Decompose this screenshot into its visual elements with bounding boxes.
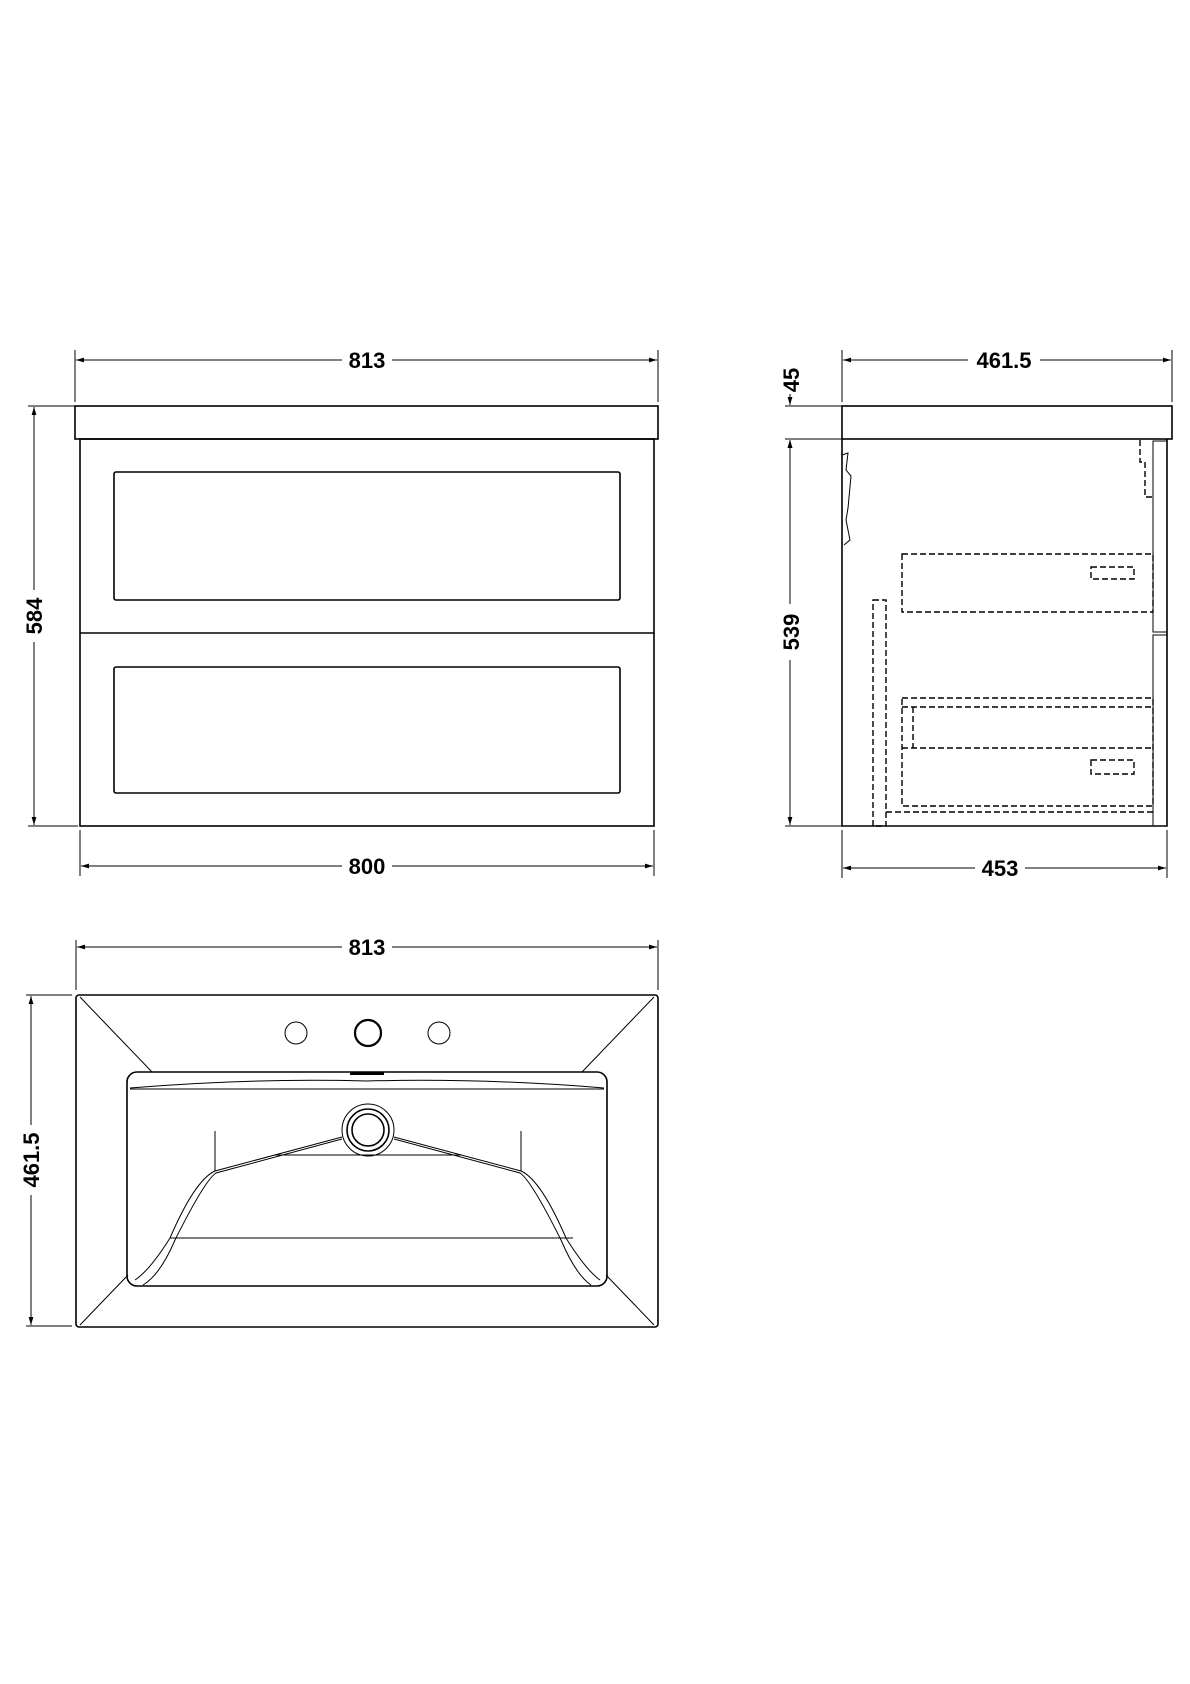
dim-label-813-plan: 813 [349,935,386,960]
hinge-detail [841,452,852,546]
dim-label-800: 800 [349,854,386,879]
dimension-plan-depth: 461.5 [19,994,72,1327]
bowl-slope-lines [134,1136,601,1286]
drawer-handle-top [1090,566,1135,580]
front-view: 813 584 800 [22,348,659,879]
drawer-handle-bottom [1090,759,1135,775]
dimension-overall-width: 813 [74,348,659,402]
basin-top [74,405,659,440]
dim-label-539: 539 [779,614,804,651]
drawer-panel-top [113,471,621,601]
dimension-plan-width: 813 [75,935,659,990]
dimension-cabinet-depth: 453 [841,830,1168,881]
basin-bevel-lines [79,996,655,1326]
dim-label-584: 584 [22,597,47,634]
basin-side [841,405,1173,440]
dimension-cabinet-height: 539 [779,440,842,827]
dimension-basin-depth: 461.5 [841,348,1173,402]
drawer-box-bottom [901,697,1154,807]
drawer-front-bottom-side [1152,634,1168,827]
bowl-rim [129,1079,605,1090]
back-panel [872,599,887,827]
side-view: 461.5 45 539 [779,348,1173,881]
dim-label-813: 813 [349,348,386,373]
tap-hole-right [427,1021,451,1045]
plan-view: 813 461.5 [19,935,659,1328]
wall-bracket [1139,440,1153,498]
drawer-inner-bottom [902,706,1153,749]
drawer-box-top [901,553,1154,613]
drawer-panel-bottom [113,666,621,794]
drain-ring [346,1108,390,1152]
drawer-front-top-side [1152,440,1168,633]
dim-label-453: 453 [982,856,1019,881]
dimension-overall-height: 584 [22,405,78,827]
dim-label-461-5: 461.5 [976,348,1031,373]
dimension-basin-thickness: 45 [779,368,842,452]
tap-hole-left [284,1021,308,1045]
dim-label-45: 45 [779,368,804,392]
overflow-slot [350,1072,384,1075]
tap-hole-center [353,1018,383,1048]
dim-label-461-5-plan: 461.5 [19,1132,44,1187]
basin-outline [75,994,659,1328]
drain-hole [351,1113,385,1147]
cabinet-side [841,439,1168,827]
bowl-contour-lines [170,1131,573,1239]
drain-outer [341,1103,395,1157]
dimension-cabinet-width: 800 [79,830,655,879]
